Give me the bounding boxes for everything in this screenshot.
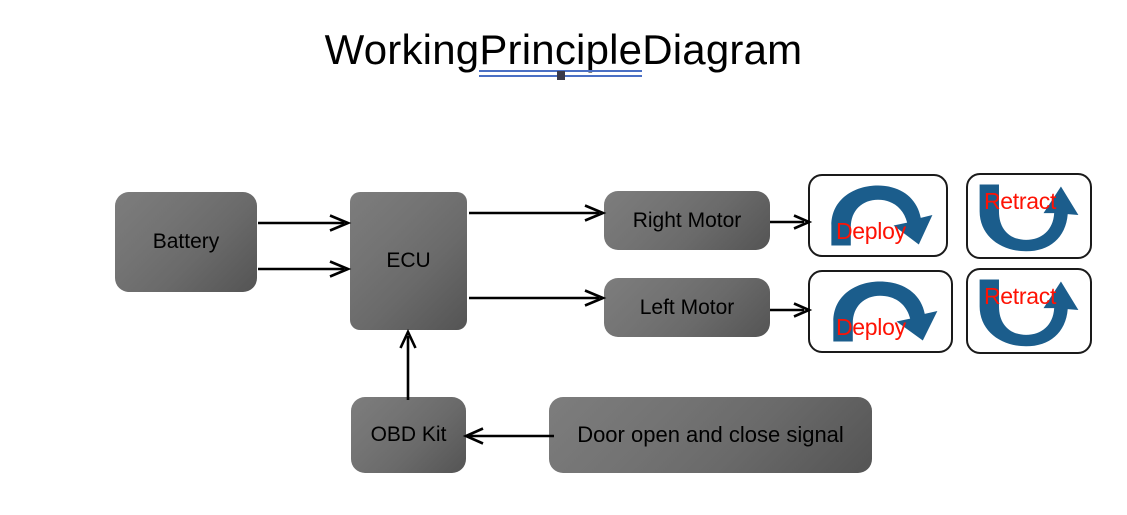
connector-ecu-to-left-motor [469,288,607,308]
node-battery-label: Battery [152,230,220,253]
node-battery[interactable]: Battery [115,192,257,292]
title-prefix: Working [324,26,480,73]
title-flagged-word: Principle [479,22,643,80]
icon-box-retract-left[interactable]: Retract [966,268,1092,354]
smart-tag-marker[interactable] [556,71,565,80]
node-left-motor-label: Left Motor [639,295,735,319]
node-obd-kit-label: OBD Kit [370,423,447,446]
retract-left-label: Retract [984,283,1057,309]
connector-door-signal-to-obd-kit [462,426,554,446]
icon-box-retract-right[interactable]: Retract [966,173,1092,259]
deploy-arch-arrow-icon [831,185,933,246]
connector-battery-to-ecu-upper [258,213,352,233]
node-left-motor[interactable]: Left Motor [604,278,770,337]
connector-left-motor-to-deploy [770,300,813,320]
node-door-signal-label: Door open and close signal [577,422,844,447]
node-right-motor[interactable]: Right Motor [604,191,770,250]
page-title: Working Principle Diagram [0,22,1127,80]
node-ecu[interactable]: ECU [350,192,467,330]
icon-box-deploy-right[interactable]: Deploy [808,174,948,257]
title-suffix: Diagram [642,26,803,73]
connector-right-motor-to-deploy [770,212,813,232]
node-right-motor-label: Right Motor [632,208,742,232]
node-obd-kit[interactable]: OBD Kit [351,397,466,473]
node-door-signal[interactable]: Door open and close signal [549,397,872,473]
deploy-left-label: Deploy [836,314,906,340]
connector-battery-to-ecu-lower [258,259,352,279]
connector-ecu-to-right-motor [469,203,607,223]
retract-right-label: Retract [984,188,1057,214]
retract-u-arrow-icon [979,184,1079,252]
retract-u-arrow-icon [979,279,1079,347]
node-ecu-label: ECU [386,249,431,272]
title-flagged-word-text: Principle [479,26,643,73]
deploy-arch-arrow-icon [833,281,938,342]
deploy-right-label: Deploy [836,218,906,244]
icon-box-deploy-left[interactable]: Deploy [808,270,953,353]
connector-obd-kit-to-ecu [396,328,420,400]
